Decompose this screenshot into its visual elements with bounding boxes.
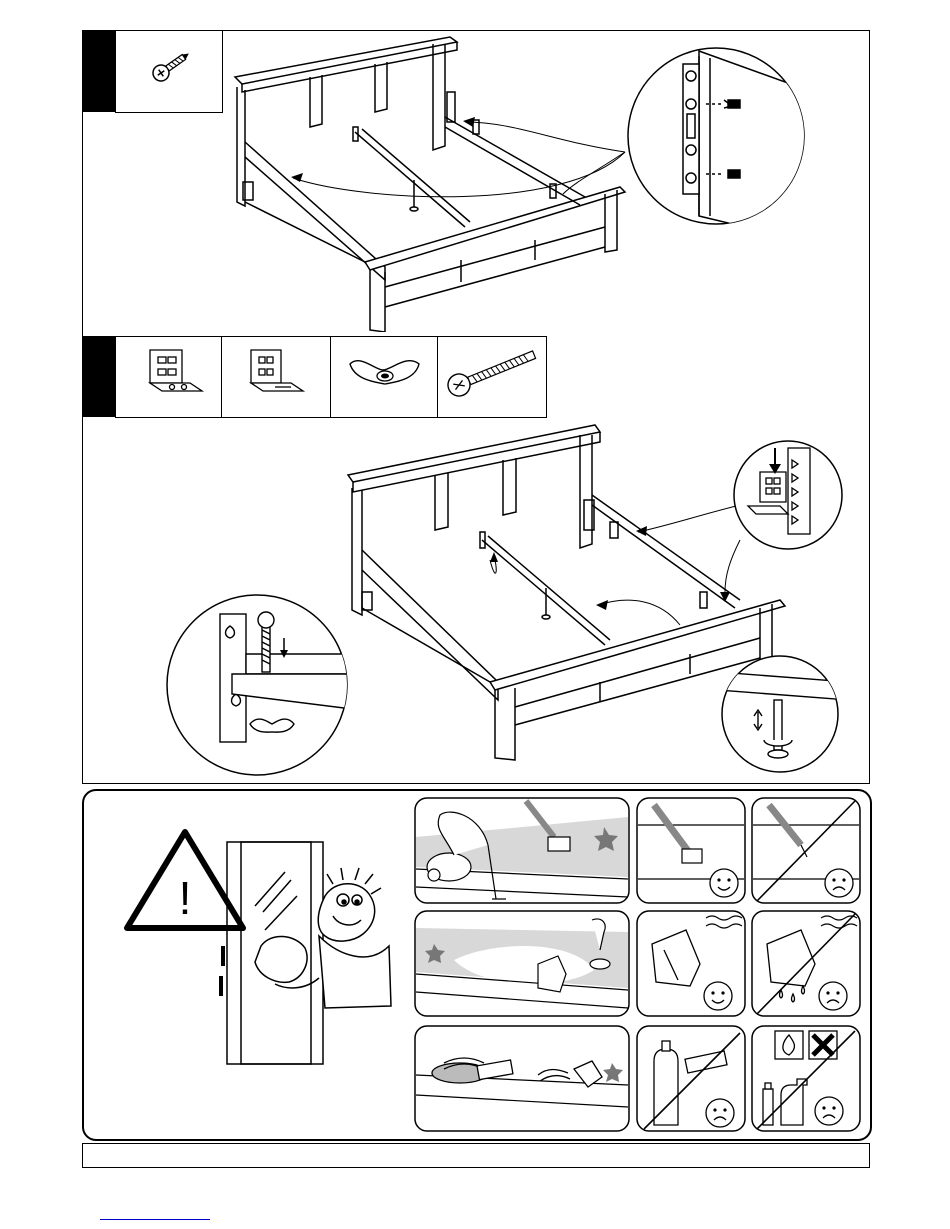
wing-nut-icon	[345, 352, 425, 397]
sad-face-icon	[825, 869, 853, 897]
sad-face-icon	[819, 982, 847, 1010]
step2-leg-detail-circle	[718, 654, 843, 774]
step2-bolt-detail-circle	[162, 594, 352, 776]
care-tile-cleaner-forbidden	[636, 1025, 746, 1132]
step2-marker	[82, 336, 115, 417]
mirror-cleaning-illustration	[215, 836, 395, 1068]
care-tile-scouring	[414, 1025, 630, 1132]
step1-detail-circle	[624, 46, 824, 226]
care-tile-soft-brush	[636, 797, 746, 904]
step2-bracket-detail-circle	[730, 440, 850, 552]
care-tile-vacuum	[414, 797, 630, 904]
care-tile-brush-forbidden	[751, 797, 861, 904]
footer-link-underline[interactable]	[100, 1219, 210, 1220]
step1-bed-illustration	[225, 32, 645, 332]
care-tile-damp-cloth-ok	[636, 910, 746, 1017]
threaded-bolt-icon	[445, 345, 540, 405]
happy-face-icon	[710, 869, 738, 897]
step1-marker	[82, 30, 115, 112]
bracket-angle-icon	[245, 345, 315, 405]
warning-symbol: !	[179, 872, 192, 924]
happy-face-icon	[704, 982, 732, 1010]
screw-icon	[116, 31, 222, 112]
sad-face-icon	[706, 1099, 734, 1127]
care-tile-damp-cloth	[414, 910, 630, 1017]
step1-parts-box	[115, 30, 223, 113]
sad-face-icon	[815, 1097, 843, 1125]
bracket-with-slots-icon	[140, 345, 210, 405]
care-tile-wet-cloth-forbidden	[751, 910, 861, 1017]
footer-bar	[82, 1143, 870, 1168]
care-tile-flammable-forbidden	[751, 1025, 861, 1132]
